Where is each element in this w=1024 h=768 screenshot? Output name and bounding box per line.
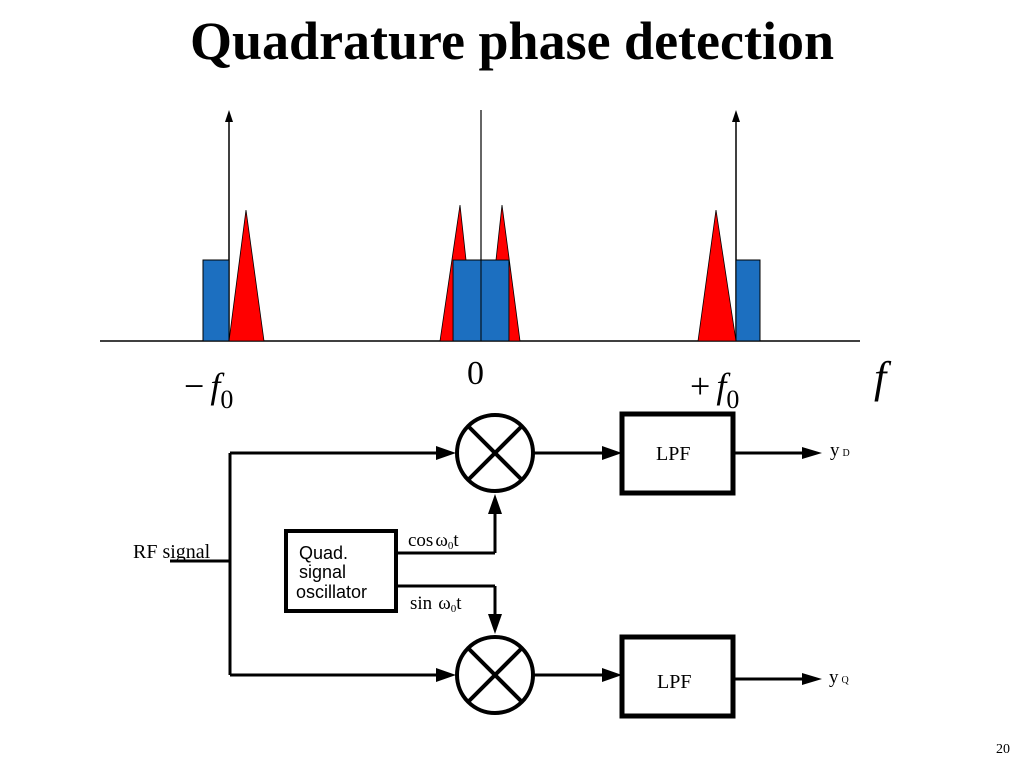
block-diagram (170, 411, 822, 719)
lpf-bottom-output-arrow (802, 673, 822, 685)
blue-band-center-left (452, 259, 482, 342)
pos-f0-arrowhead (732, 110, 740, 122)
pos-f0-label: +f0 (690, 366, 739, 414)
red-spectrum-pos (697, 209, 737, 342)
zero-label: 0 (467, 355, 484, 392)
frequency-axis-label: f (874, 353, 892, 402)
oscillator-box (284, 529, 398, 613)
neg-f0-label: −f0 (184, 366, 233, 414)
lpf-top-label: LPF (656, 443, 690, 465)
blue-band-center-right (480, 259, 510, 342)
rf-signal-label: RF signal (133, 541, 211, 563)
red-spectrum-center-right (495, 204, 521, 342)
cos-arrow (488, 494, 502, 514)
page-title: Quadrature phase detection (190, 11, 834, 71)
top-mixer-to-lpf-arrow (602, 446, 622, 460)
red-spectrum-neg (228, 209, 265, 342)
rf-to-top-mixer-arrow (436, 446, 456, 460)
spectrum-plot: −f0 0 +f0 f (100, 110, 892, 414)
rf-to-bottom-mixer-arrow (436, 668, 456, 682)
oscillator-label-line3: oscillator (296, 582, 367, 602)
top-mixer (455, 413, 535, 493)
lpf-bottom-label: LPF (657, 671, 691, 693)
bottom-mixer-to-lpf-arrow (602, 668, 622, 682)
red-spectrum-center-left (439, 204, 467, 342)
bottom-mixer (455, 635, 535, 715)
neg-f0-arrowhead (225, 110, 233, 122)
oscillator-label-line1: Quad. (299, 543, 348, 563)
blue-band-pos (735, 259, 761, 342)
oscillator-label-line2: signal (299, 562, 346, 582)
sin-arrow (488, 614, 502, 634)
lpf-top-output-arrow (802, 447, 822, 459)
page-number: 20 (996, 742, 1010, 757)
blue-band-neg (202, 259, 230, 342)
lpf-bottom-box (619, 634, 736, 719)
